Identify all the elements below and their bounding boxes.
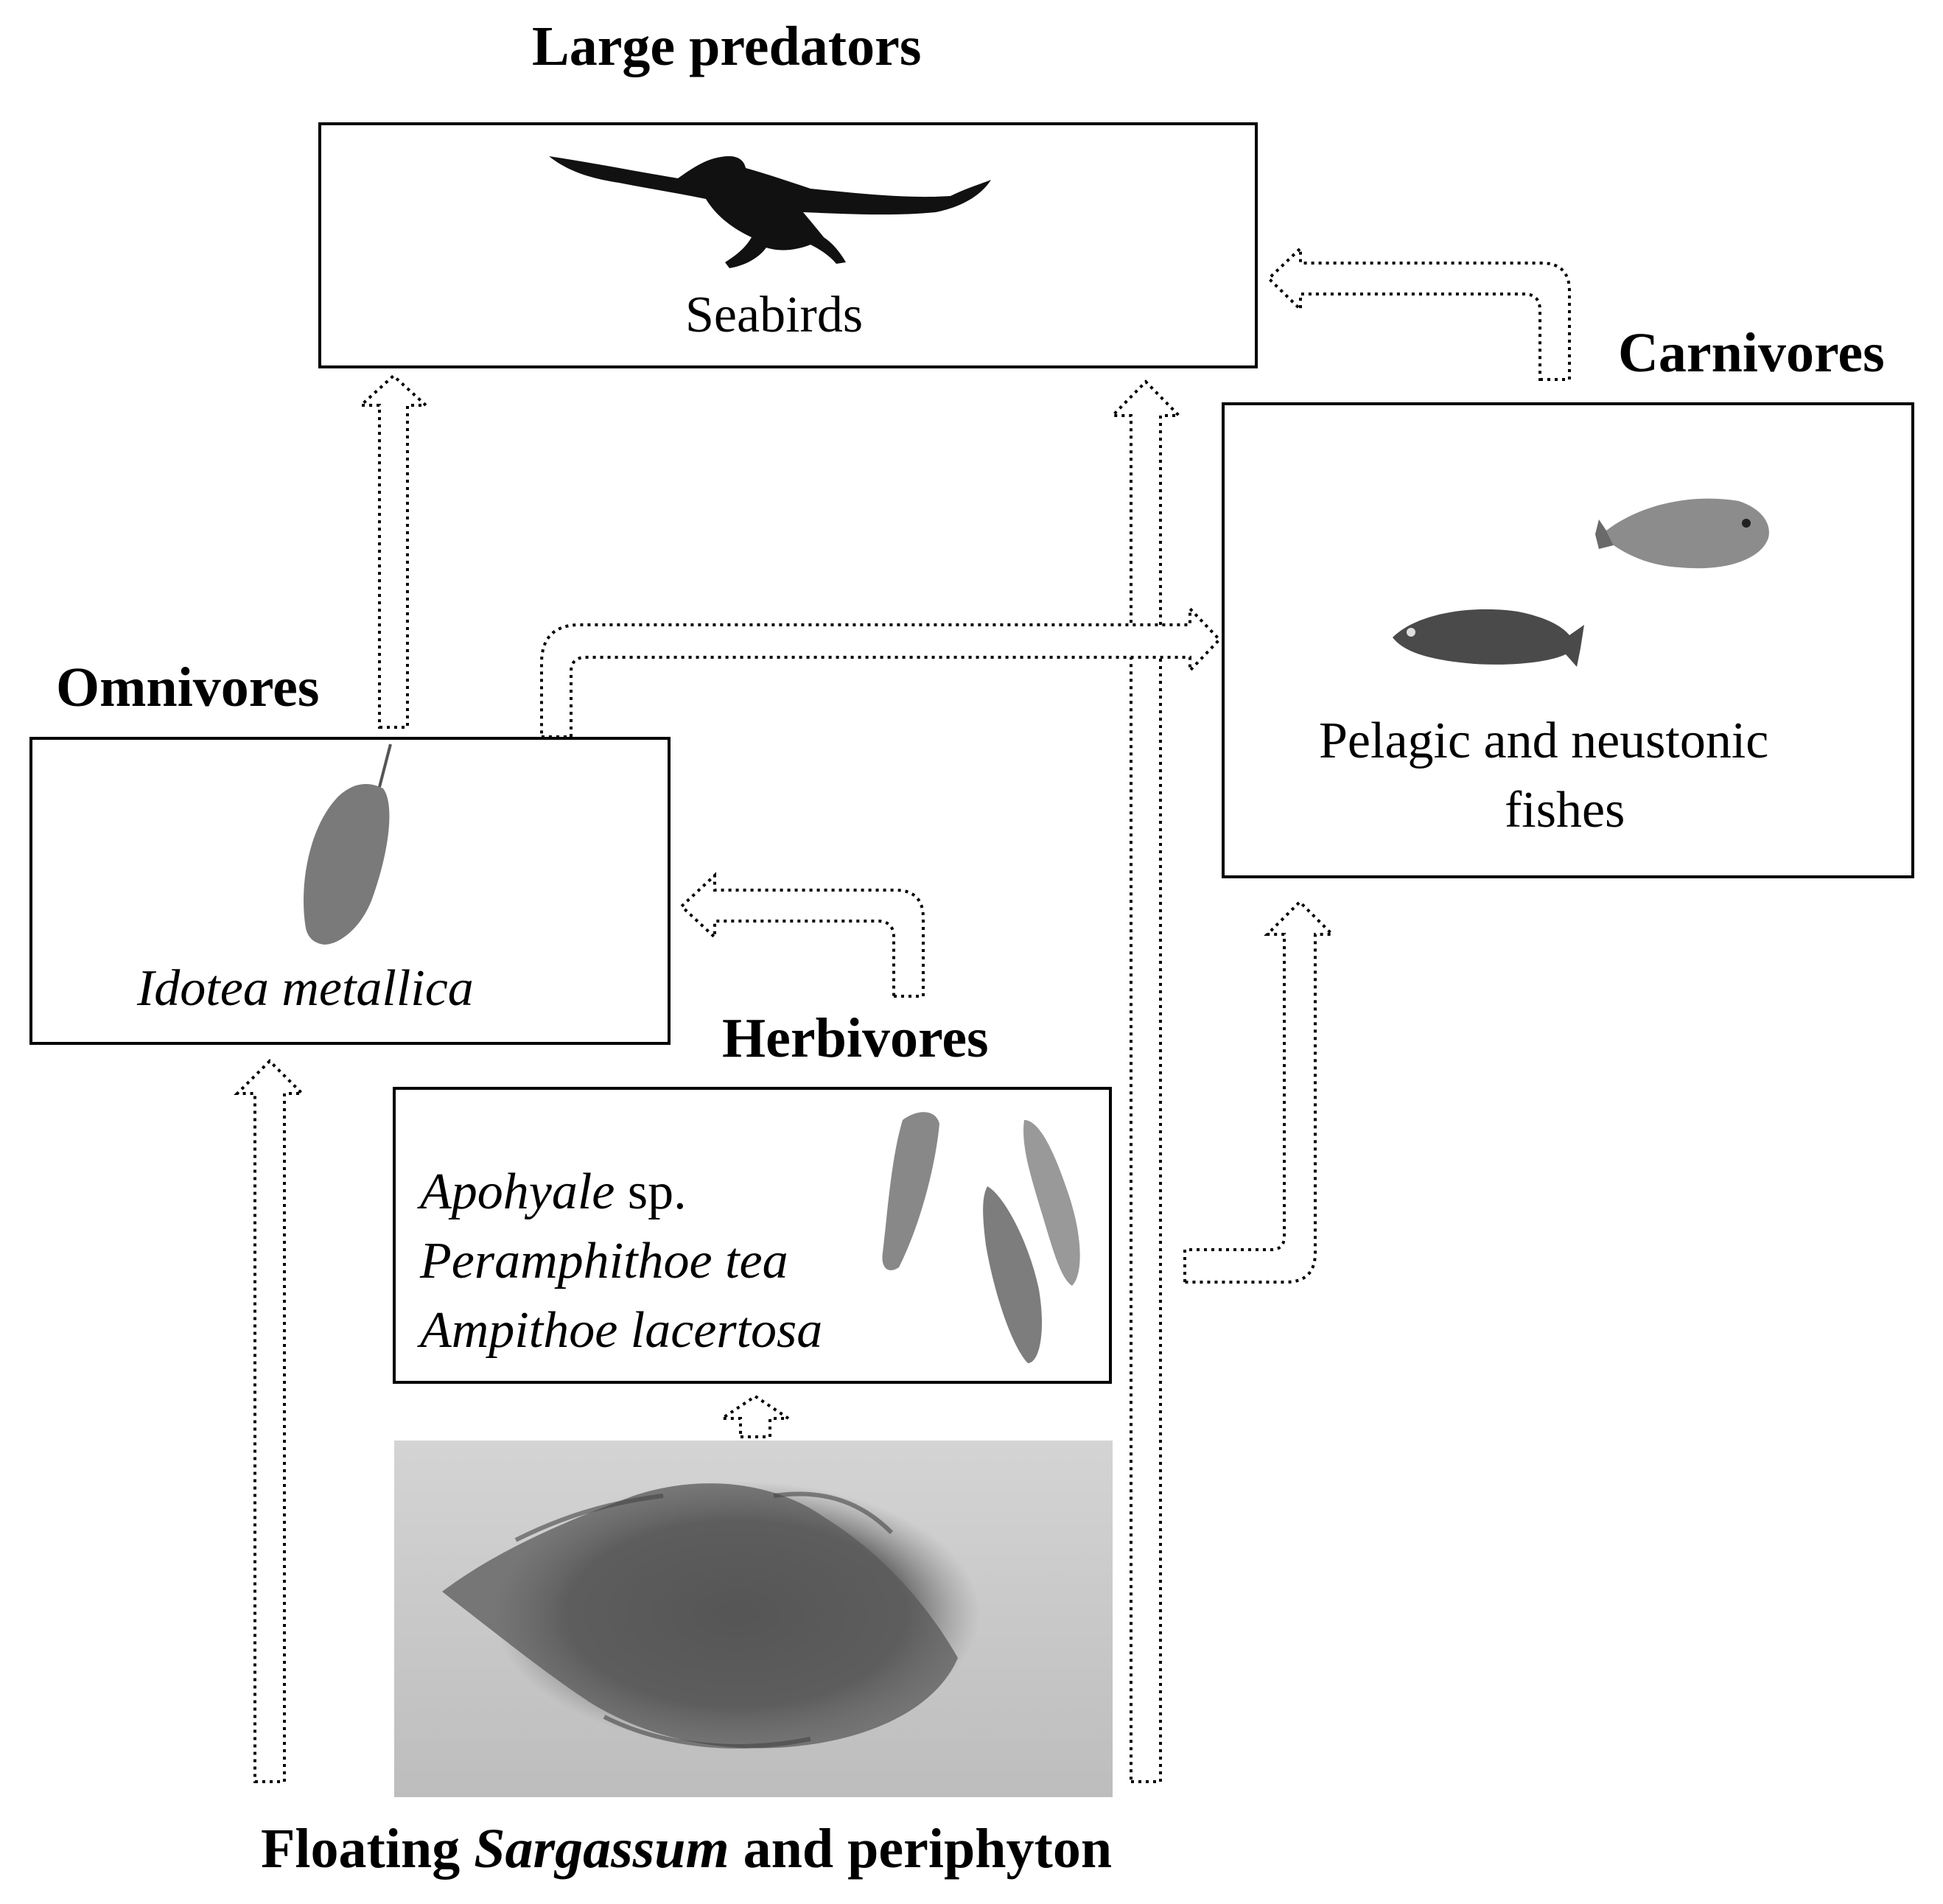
- carnivores-heading: Carnivores: [1618, 322, 1885, 384]
- herbivore-species-1-italic: Apohyale: [420, 1163, 615, 1220]
- producers-caption-suffix: and periphyton: [729, 1818, 1113, 1880]
- sargassum-photo: [394, 1441, 1113, 1797]
- isopod-icon: [304, 743, 392, 945]
- arrow-omnivores-to-seabirds: [357, 374, 430, 729]
- herbivore-species-3: Ampithoe lacertosa: [420, 1301, 822, 1360]
- producers-caption-italic: Sargassum: [474, 1818, 729, 1880]
- carnivores-label-line1: Pelagic and neustonic: [1319, 713, 1769, 769]
- arrow-sargassum-to-herbivores: [717, 1394, 794, 1438]
- herbivores-box: [393, 1087, 1112, 1384]
- amphipod-icon: [882, 1112, 1080, 1363]
- herbivores-heading: Herbivores: [722, 1007, 989, 1069]
- producers-caption: Floating Sargassum and periphyton: [261, 1817, 1112, 1881]
- herbivore-species-2-italic: Peramphithoe tea: [420, 1233, 788, 1289]
- herbivore-species-1: Apohyale sp.: [420, 1163, 687, 1222]
- carnivores-label-line2: fishes: [1505, 782, 1625, 839]
- omnivores-heading: Omnivores: [56, 657, 320, 718]
- arrow-sargassum-to-seabirds: [1109, 379, 1183, 1783]
- filefish-icon: [1595, 498, 1769, 569]
- seabirds-label: Seabirds: [685, 287, 864, 343]
- omnivores-label: Idotea metallica: [137, 960, 474, 1017]
- herbivore-species-1-plain: sp.: [615, 1163, 687, 1220]
- seabird-icon: [549, 156, 991, 268]
- arrow-sargassum-to-omnivores: [234, 1059, 306, 1783]
- arrow-herbivores-to-carnivores: [1183, 900, 1336, 1284]
- arrow-omnivores-to-carnivores: [540, 605, 1222, 738]
- carnivores-box: [1222, 402, 1914, 878]
- rockfish-icon: [1393, 609, 1584, 667]
- arrow-carnivores-to-seabirds: [1267, 245, 1571, 381]
- large-predators-heading: Large predators: [532, 15, 922, 77]
- arrow-herbivores-to-omnivores: [679, 872, 925, 998]
- producers-caption-prefix: Floating: [261, 1818, 475, 1880]
- omnivores-box: [29, 737, 671, 1045]
- herbivore-species-3-italic: Ampithoe lacertosa: [420, 1302, 823, 1359]
- herbivore-species-2: Peramphithoe tea: [420, 1232, 788, 1291]
- large-predators-box: [318, 122, 1258, 368]
